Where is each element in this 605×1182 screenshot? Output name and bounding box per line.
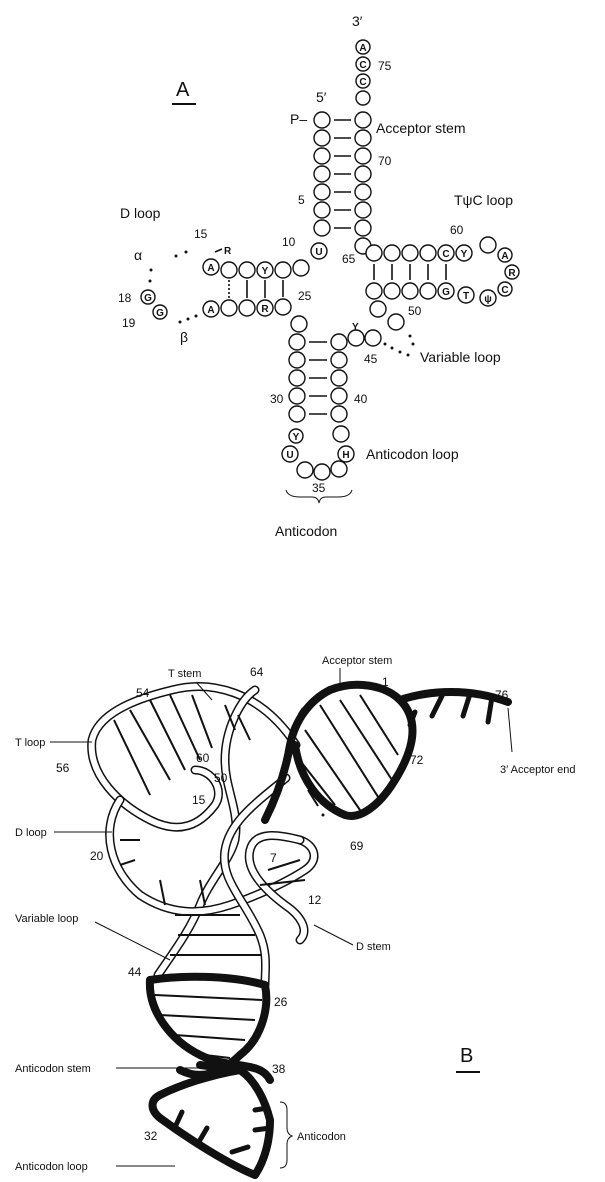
num-35: 35 [312, 481, 326, 495]
base-u8: U [315, 247, 322, 258]
base-a59: A [501, 251, 508, 262]
num-b-38: 38 [272, 1062, 286, 1076]
num-b-76: 76 [495, 688, 509, 702]
d-loop-label-b: D loop [15, 827, 47, 839]
base-t54: T [463, 291, 469, 302]
three-prime-label: 3′ [352, 13, 363, 29]
anticodon-loop-label-b: Anticodon loop [15, 1161, 88, 1173]
base-h37: H [342, 450, 349, 461]
beta-label: β [180, 329, 188, 345]
base-r15: R [224, 246, 232, 257]
d-loop-label: D loop [120, 205, 161, 221]
num-b-56: 56 [56, 761, 70, 775]
num-25: 25 [298, 289, 312, 303]
white-ribbon [92, 687, 314, 985]
panel-b-ribbon: T stem 64 Acceptor stem 1 76 54 4 T loop… [15, 655, 575, 1175]
base-y32: Y [293, 432, 300, 443]
num-15: 15 [194, 227, 208, 241]
num-19: 19 [122, 316, 136, 330]
num-b-72: 72 [410, 753, 424, 767]
num-75: 75 [378, 59, 392, 73]
acceptor-end-label: 3′ Acceptor end [500, 764, 575, 776]
base-c60: C [442, 249, 449, 260]
base-r24: R [261, 304, 269, 315]
base-a14: A [207, 263, 214, 274]
alpha-label: α [134, 247, 142, 263]
num-b-4: 4 [298, 705, 305, 719]
anticodon-arm: Y U H [282, 316, 354, 503]
base-g19: G [156, 308, 164, 319]
anticodon-stem-label: Anticodon stem [15, 1063, 91, 1075]
num-b-7: 7 [270, 851, 277, 865]
num-b-64: 64 [250, 665, 264, 679]
num-50: 50 [408, 304, 422, 318]
acceptor-stem-label-b: Acceptor stem [322, 655, 392, 667]
base-psi55: ψ [484, 294, 492, 305]
anticodon-loop-label: Anticodon loop [366, 446, 459, 462]
d-arm: R A Y A R G G [141, 246, 309, 324]
num-b-44: 44 [128, 965, 142, 979]
base-c75: C [359, 60, 366, 71]
num-40: 40 [354, 392, 368, 406]
anticodon-label-b: Anticodon [297, 1131, 346, 1143]
base-a21: A [207, 305, 214, 316]
num-45: 45 [364, 352, 378, 366]
panel-a-label: A [176, 79, 190, 101]
num-b-69: 69 [350, 839, 364, 853]
base-u33: U [286, 450, 293, 461]
acceptor-stem: U [311, 112, 371, 259]
num-b-12: 12 [308, 893, 322, 907]
num-10: 10 [282, 235, 296, 249]
num-b-54: 54 [136, 686, 150, 700]
num-b-60: 60 [196, 751, 210, 765]
acceptor-tail: A C C [356, 40, 370, 105]
num-30: 30 [270, 392, 284, 406]
tpsic-loop-label: TψC loop [454, 192, 513, 208]
t-stem-label: T stem [168, 668, 201, 680]
panel-b-label: B [460, 1045, 473, 1067]
num-b-15: 15 [192, 793, 206, 807]
num-5: 5 [298, 193, 305, 207]
base-r58: R [508, 268, 516, 279]
base-y48: Y [352, 322, 359, 333]
num-b-20: 20 [90, 849, 104, 863]
anticodon-label-a: Anticodon [275, 523, 337, 539]
anticodon-brace-b [280, 1102, 292, 1168]
num-b-1: 1 [382, 675, 389, 689]
num-18: 18 [118, 291, 132, 305]
phosphate-label: P– [290, 111, 307, 127]
base-g18: G [144, 293, 152, 304]
base-y61: Y [461, 249, 468, 260]
five-prime-label: 5′ [316, 89, 327, 105]
base-y11: Y [262, 266, 269, 277]
num-70: 70 [378, 154, 392, 168]
variable-loop-label-b: Variable loop [15, 913, 78, 925]
acceptor-stem-label: Acceptor stem [376, 120, 465, 136]
d-stem-label: D stem [356, 941, 391, 953]
num-65: 65 [342, 252, 356, 266]
t-loop-label: T loop [15, 737, 45, 749]
num-b-32: 32 [144, 1129, 158, 1143]
num-b-26: 26 [274, 995, 288, 1009]
panel-a-cloverleaf: A 3′ A C C 75 [118, 13, 519, 539]
num-60: 60 [450, 223, 464, 237]
num-b-50: 50 [214, 771, 228, 785]
base-c74: C [359, 77, 366, 88]
base-c57: C [501, 285, 508, 296]
base-g53: G [442, 287, 450, 298]
variable-loop-label: Variable loop [420, 349, 501, 365]
tpsic-arm: C Y A R C ψ G T [366, 237, 519, 306]
base-a76: A [359, 43, 366, 54]
